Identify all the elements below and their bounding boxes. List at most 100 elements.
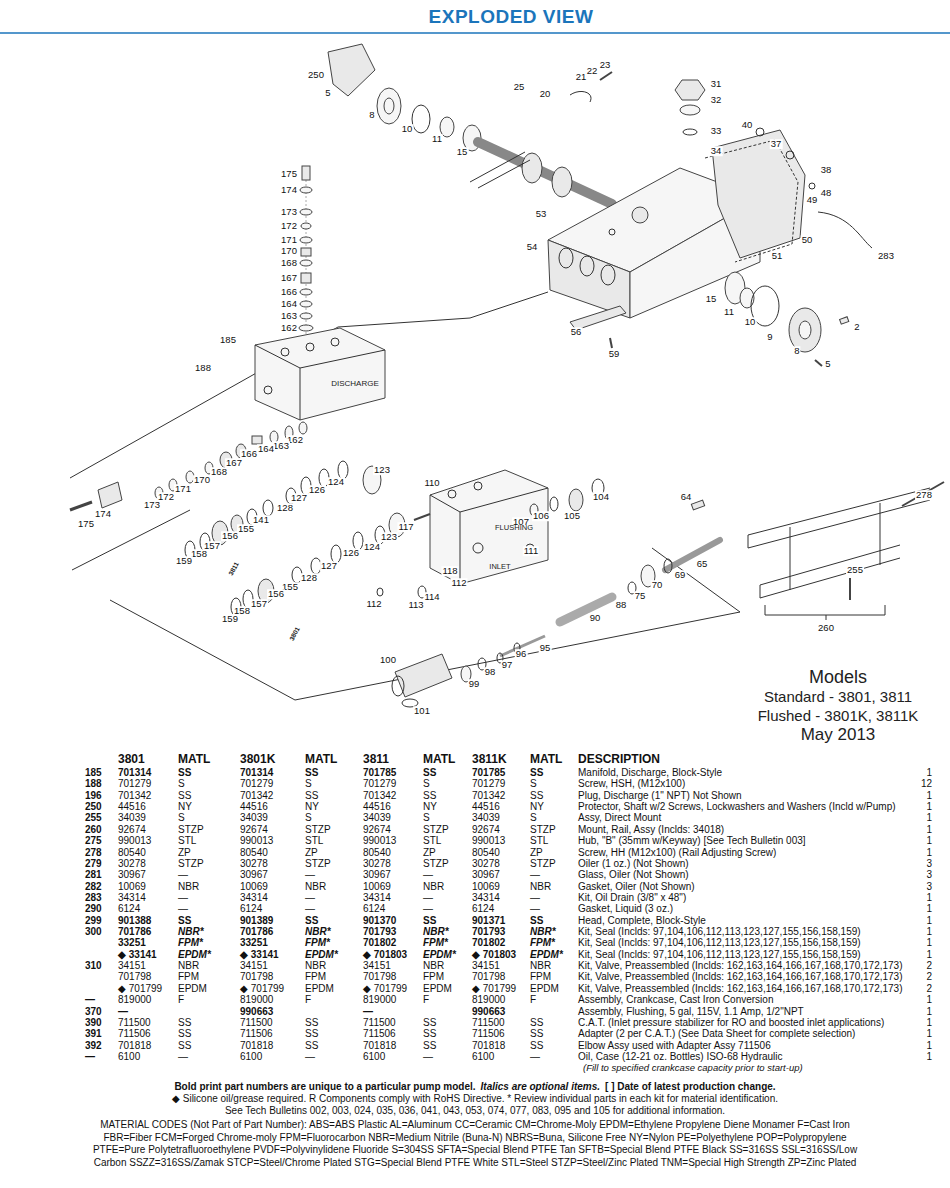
table-cell: 701798: [472, 972, 505, 982]
callout-number: 114: [423, 592, 440, 602]
callout-number: 174: [280, 185, 298, 195]
table-cell: 390: [85, 1018, 102, 1028]
callout-number: 123: [380, 532, 398, 542]
table-cell: EPDM: [305, 984, 334, 994]
table-cell: 6124: [118, 904, 140, 914]
table-cell: 1: [926, 802, 932, 812]
callout-number: 124: [363, 542, 381, 552]
table-cell: SS: [423, 791, 436, 801]
callout-number: 283: [877, 251, 895, 261]
callout-number: 99: [468, 679, 481, 689]
table-cell: Screw, HSH, (M12x100): [578, 779, 685, 789]
callout-number: 175: [280, 169, 298, 179]
table-cell: 33251: [240, 938, 268, 948]
table-cell: 1: [926, 950, 932, 960]
table-cell: ◆ 701799: [240, 984, 284, 994]
callout-number: 5: [824, 359, 831, 369]
table-cell: SS: [305, 1018, 318, 1028]
table-cell: NBR*: [530, 927, 556, 937]
table-cell: SS: [530, 1029, 543, 1039]
footer-note: Bold print part numbers are unique to a …: [174, 1082, 475, 1092]
callout-number: 159: [175, 556, 193, 566]
table-cell: 701785: [363, 768, 396, 778]
table-cell: 701279: [363, 779, 396, 789]
table-cell: 6100: [363, 1052, 385, 1062]
table-header: MATL: [178, 753, 210, 767]
table-cell: Kit, Seal (Inclds: 97,104,106,112,113,12…: [578, 938, 861, 948]
callout-number: 40: [741, 120, 754, 130]
table-cell: STL: [178, 836, 196, 846]
table-cell: 92674: [240, 825, 268, 835]
table-cell: 3: [926, 870, 932, 880]
callout-number: 101: [413, 706, 431, 716]
callout-number: 173: [280, 207, 298, 217]
table-cell: 300: [85, 927, 102, 937]
table-cell: 1: [926, 836, 932, 846]
callout-number: 174: [94, 509, 112, 519]
table-cell: 290: [85, 904, 102, 914]
table-cell: 701342: [472, 791, 505, 801]
table-cell: 701279: [118, 779, 151, 789]
table-cell: 701786: [118, 927, 151, 937]
table-cell: 30967: [118, 870, 146, 880]
table-cell: 1: [926, 904, 932, 914]
table-cell: SS: [178, 1018, 191, 1028]
callout-number: 112: [450, 578, 467, 588]
table-cell: F: [530, 995, 536, 1005]
table-cell: 819000: [118, 995, 151, 1005]
table-cell: 33251: [118, 938, 146, 948]
table-cell: ◆ 701799: [472, 984, 516, 994]
table-cell: 3: [926, 859, 932, 869]
table-cell: 901370: [363, 916, 396, 926]
table-cell: NY: [178, 802, 192, 812]
table-cell: SS: [423, 1029, 436, 1039]
table-cell: EPDM*: [530, 950, 563, 960]
table-cell: 711506: [240, 1029, 273, 1039]
table-cell: Manifold, Discharge, Block-Style: [578, 768, 722, 778]
table-cell: SS: [178, 791, 191, 801]
table-cell: NBR*: [423, 927, 449, 937]
callout-number: 88: [615, 600, 628, 610]
table-cell: 34151: [472, 961, 500, 971]
table-cell: —: [363, 1007, 373, 1017]
table-cell: 1: [926, 1018, 932, 1028]
table-cell: SS: [305, 1029, 318, 1039]
table-cell: Elbow Assy used with Adapter Assy 711506: [578, 1041, 771, 1051]
callout-number: 175: [77, 519, 95, 529]
table-cell: —: [530, 893, 540, 903]
callout-number: 185: [219, 335, 237, 345]
table-cell: EPDM: [178, 984, 207, 994]
table-cell: 196: [85, 791, 102, 801]
table-cell: 1: [926, 1007, 932, 1017]
table-cell: SS: [423, 916, 436, 926]
footer-note: FBR=Fiber FCM=Forged Chrome-moly FPM=Flu…: [103, 1133, 846, 1143]
models-text: Flushed - 3801K, 3811K: [758, 707, 919, 724]
callout-number: 162: [280, 323, 298, 333]
table-cell: —: [178, 893, 188, 903]
footer-note-row: Bold print part numbers are unique to a …: [174, 1082, 775, 1092]
table-cell: ◆ 701803: [363, 950, 407, 960]
table-cell: 1: [926, 768, 932, 778]
table-cell: 3: [926, 882, 932, 892]
table-cell: SS: [178, 916, 191, 926]
callout-number: 9: [766, 332, 773, 342]
part-marking: 3801: [289, 626, 302, 642]
table-cell: 701342: [118, 791, 151, 801]
table-cell: SS: [178, 768, 191, 778]
table-cell: 10069: [118, 882, 146, 892]
table-cell: STZP: [530, 859, 556, 869]
table-cell: STL: [305, 836, 323, 846]
table-cell: 701798: [240, 972, 273, 982]
part-marking: FLUSHING: [495, 524, 533, 532]
table-cell: —: [423, 904, 433, 914]
callout-number: 164: [257, 444, 275, 454]
table-cell: FPM: [423, 972, 444, 982]
table-cell: 10069: [240, 882, 268, 892]
table-cell: Hub, "B" (35mm w/Keyway) [See Tech Bulle…: [578, 836, 806, 846]
callout-number: 166: [280, 287, 298, 297]
table-cell: 701279: [472, 779, 505, 789]
table-cell: 30278: [363, 859, 391, 869]
callout-number: 157: [250, 599, 268, 609]
callout-number: 127: [290, 493, 308, 503]
table-cell: 711506: [472, 1029, 505, 1039]
